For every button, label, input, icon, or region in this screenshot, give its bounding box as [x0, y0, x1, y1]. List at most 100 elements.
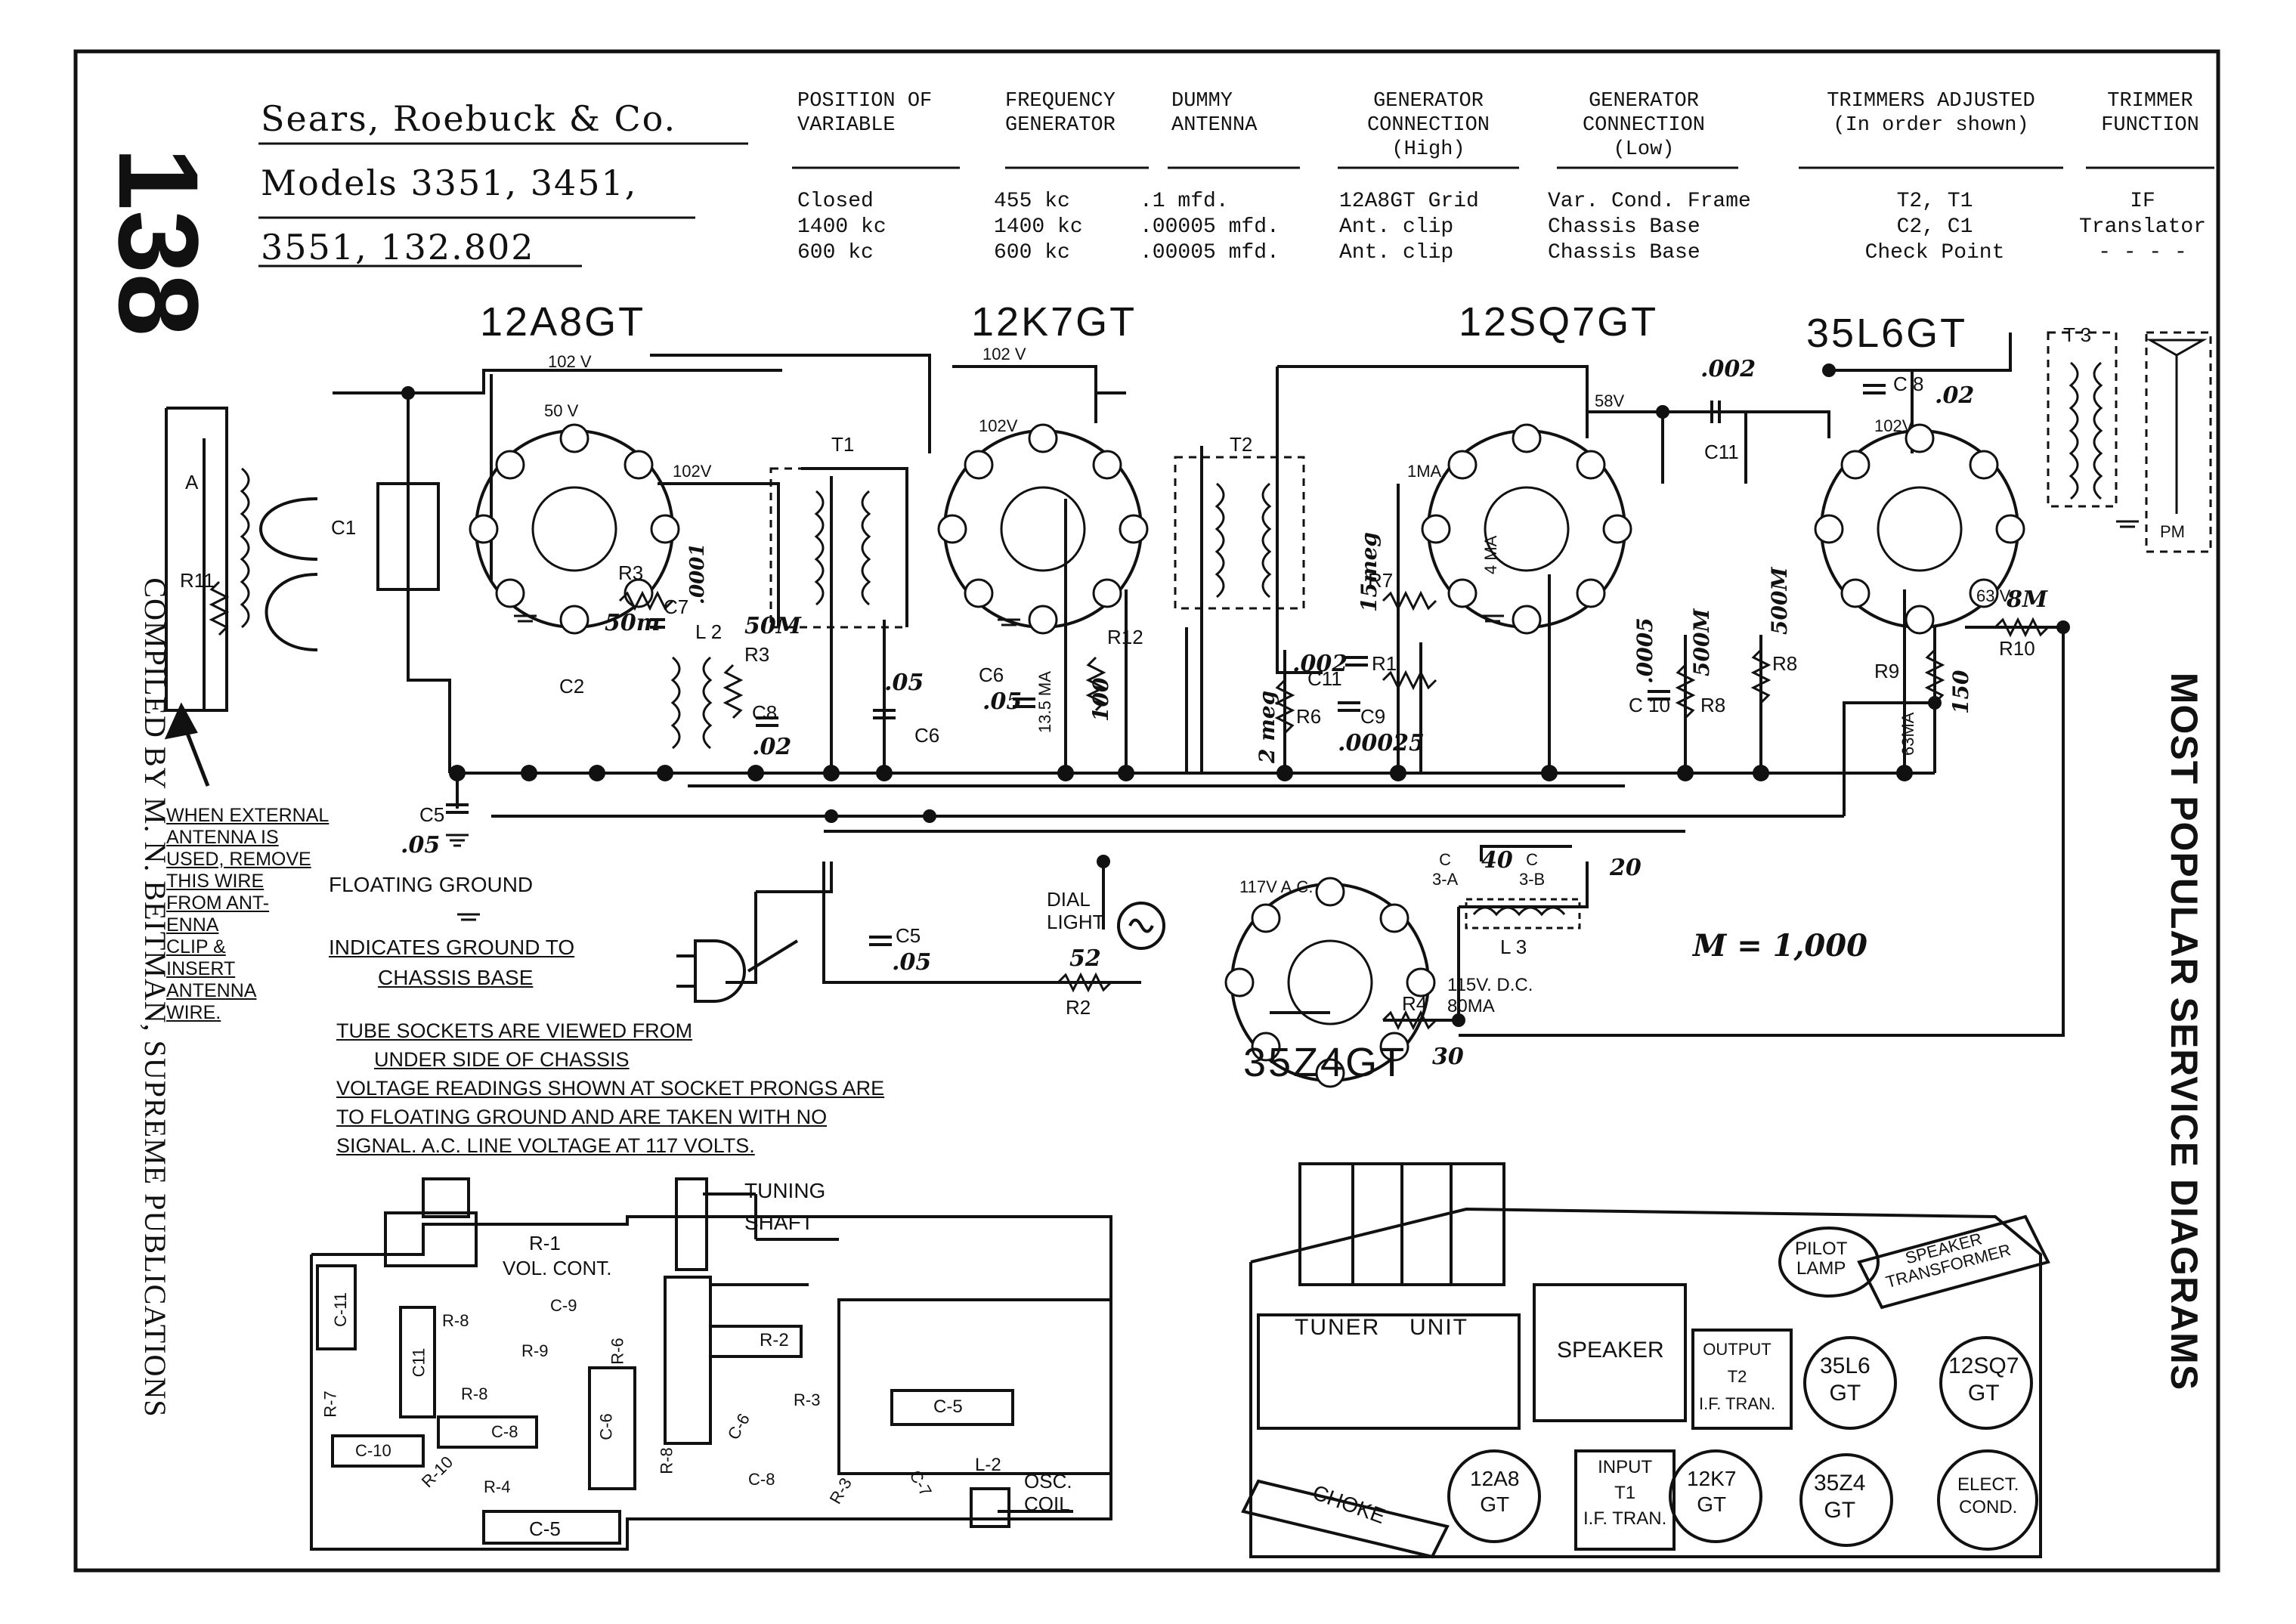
socket-12sq7-label: 12SQ7 GT: [1948, 1353, 2019, 1406]
c9-value: .00025: [1338, 730, 1425, 756]
c9-label: C9: [1360, 705, 1385, 728]
chassis-l2: L-2: [975, 1455, 1001, 1475]
c6b-label: C6: [914, 724, 939, 747]
chassis-r6: R-6: [608, 1338, 627, 1365]
l3-label: L 3: [1500, 936, 1527, 958]
chassis-r9: R-9: [521, 1341, 549, 1360]
company-name: Sears, Roebuck & Co.: [261, 98, 677, 139]
note-line: ENNA: [166, 914, 219, 936]
r6-value: 2 meg: [1255, 690, 1280, 763]
col-heading-dummy: DUMMY ANTENNA: [1171, 90, 1258, 137]
t1-label: T1: [831, 433, 854, 456]
tube-name-12sq7gt: 12SQ7GT: [1459, 299, 1659, 345]
table-cell: .00005 mfd.: [1140, 241, 1280, 264]
table-cell: Ant. clip: [1339, 215, 1454, 239]
capacitors: [446, 384, 1886, 946]
c7-value: .0001: [686, 543, 709, 605]
chassis-r8b: R-8: [461, 1384, 488, 1403]
tube-name-35l6gt: 35L6GT: [1806, 311, 1968, 356]
table-cell: 455 kc: [994, 190, 1070, 213]
chassis-r3a: R-3: [794, 1390, 821, 1409]
t1-secondary: [861, 490, 871, 606]
r3-value: 50m: [605, 610, 661, 636]
r4-label: R4: [1402, 992, 1427, 1015]
note-line: WIRE.: [166, 1002, 221, 1023]
chassis-r2: R-2: [760, 1330, 789, 1350]
r3b-symbol: [723, 664, 744, 719]
chassis-c10: C-10: [355, 1441, 391, 1460]
r12-symbol: [1085, 656, 1106, 712]
c7-label: C7: [664, 595, 688, 618]
ground-symbols: [446, 520, 2139, 921]
r2-symbol: [1057, 972, 1112, 993]
r7-value: 15meg: [1357, 532, 1382, 612]
note-line: ANTENNA: [166, 980, 257, 1001]
table-rules: [258, 142, 2214, 268]
note-line: SIGNAL. A.C. LINE VOLTAGE AT 117 VOLTS.: [336, 1134, 755, 1157]
r1-label: R1: [1372, 652, 1397, 675]
voltage-label: 102 V: [982, 345, 1026, 363]
c5a-label: C5: [419, 803, 444, 826]
table-cell: 1400 kc: [797, 215, 887, 239]
speaker-label: SPEAKER: [1557, 1338, 1664, 1363]
chassis-r8c: R-8: [657, 1447, 676, 1474]
r11-symbol: [209, 580, 230, 636]
c6-value: .05: [982, 688, 1022, 715]
socket-12k7-label: 12K7 GT: [1687, 1467, 1737, 1516]
table-cell: - - - -: [2098, 241, 2187, 264]
c11b-label: C11: [1307, 667, 1342, 690]
chassis-c9: C-9: [550, 1296, 577, 1315]
tube-name-35z4gt: 35Z4GT: [1243, 1040, 1407, 1085]
external-antenna-note: WHEN EXTERNAL ANTENNA IS USED, REMOVE TH…: [166, 805, 329, 1024]
r4-value: 30: [1432, 1044, 1464, 1070]
table-cell: 1400 kc: [994, 215, 1083, 239]
r8-symbol: [1675, 664, 1696, 719]
c8b-label: C 8: [1893, 373, 1923, 395]
c8-value: .02: [752, 734, 791, 760]
r2-label: R2: [1066, 996, 1091, 1019]
speaker-cone: [2146, 339, 2208, 357]
socket-35l6-label: 35L6 GT: [1820, 1353, 1871, 1406]
power-plug: [676, 902, 1165, 1003]
r8b-value: 500M: [1767, 567, 1792, 635]
r10-value: 8M: [2006, 586, 2048, 613]
models-line-1: Models 3351, 3451,: [261, 162, 638, 203]
l2-label: L 2: [695, 620, 722, 643]
floating-ground-label: FLOATING GROUND: [329, 873, 534, 896]
output-transformer-label: OUTPUT T2 I.F. TRAN.: [1699, 1340, 1776, 1413]
table-cell: Chassis Base: [1548, 241, 1700, 264]
chassis-c8a: C-8: [491, 1422, 518, 1441]
c3b-value: 20: [1609, 855, 1642, 881]
chassis-ground-note-1: INDICATES GROUND TO: [329, 936, 575, 959]
socket-12a8-label: 12A8 GT: [1470, 1467, 1520, 1516]
note-line: TUBE SOCKETS ARE VIEWED FROM: [336, 1019, 693, 1042]
antenna-coil: [240, 467, 250, 629]
c10-label: C 10: [1629, 694, 1670, 716]
t2-primary: [1215, 482, 1225, 599]
chassis-r8a: R-8: [442, 1311, 469, 1330]
table-cell: Translator: [2078, 215, 2207, 239]
ma-label: 4 MA: [1481, 535, 1500, 574]
tuning-shaft-label: TUNING SHAFT: [744, 1179, 826, 1234]
r12-value: 100: [1088, 677, 1113, 722]
l3-coil: [1472, 906, 1566, 917]
t3-secondary: [2093, 361, 2103, 500]
c11b-value: .002: [1292, 651, 1348, 677]
tuner-label: TUNER: [1295, 1315, 1381, 1340]
r6-symbol: [1274, 679, 1295, 735]
c3b-label: C 3-B: [1519, 850, 1546, 889]
voltage-label: 117V A.C.: [1239, 877, 1313, 896]
table-cell: Closed: [797, 190, 874, 213]
table-cell: 12A8GT Grid: [1339, 190, 1479, 213]
t3-label: T 3: [2063, 323, 2091, 346]
coils: [240, 339, 2208, 917]
r1-symbol: [1382, 670, 1437, 691]
chassis-c11b: C11: [409, 1347, 429, 1378]
resistors: [209, 580, 2050, 1031]
note-line: THIS WIRE: [166, 871, 265, 892]
r7-label: R7: [1368, 569, 1393, 592]
chassis-r1: R-1: [529, 1232, 561, 1254]
c11-label: C11: [1704, 441, 1739, 463]
elect-cond-label: ELECT. COND.: [1957, 1474, 2019, 1517]
